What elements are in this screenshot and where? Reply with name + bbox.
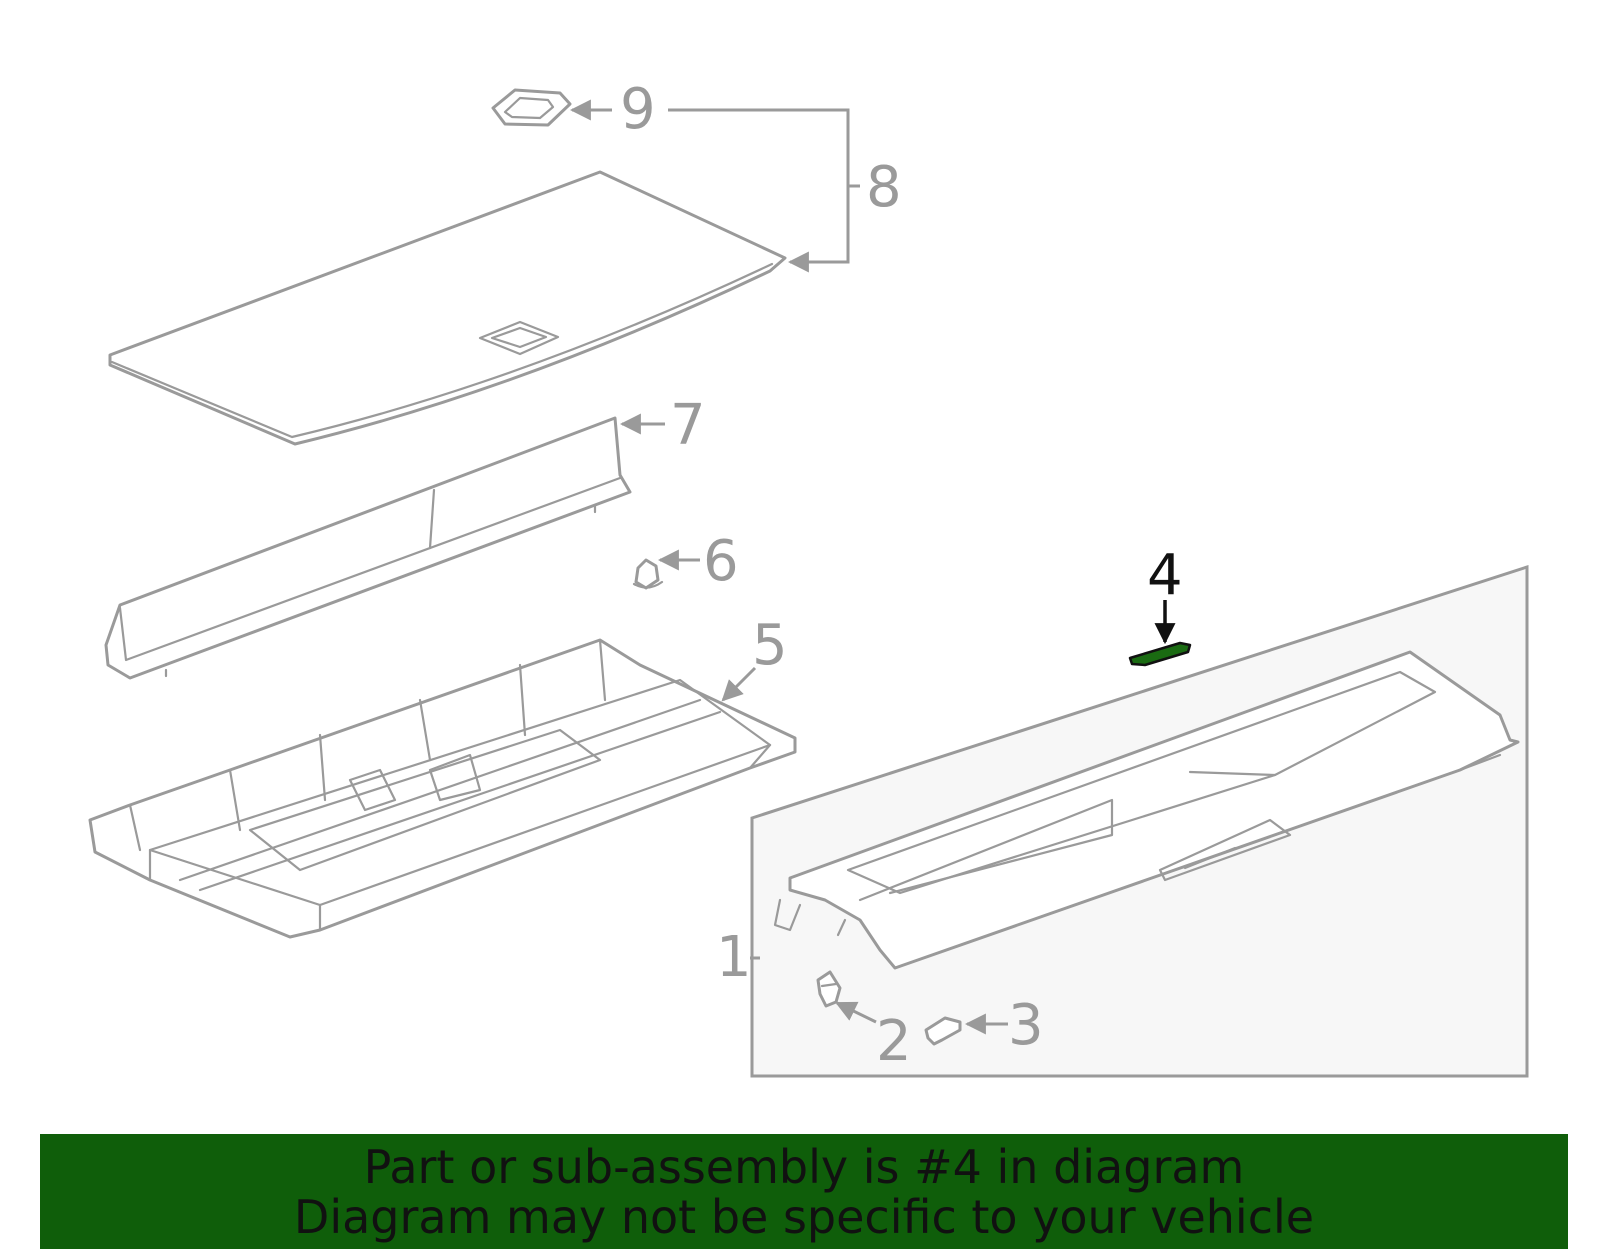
callout-8: 8 [866,155,902,220]
banner-disclaimer: Diagram may not be specific to your vehi… [293,1189,1315,1244]
info-banner: Part or sub-assembly is #4 in diagram Di… [40,1134,1568,1249]
part-4-seal-strip-highlighted [1128,641,1192,667]
part-5-storage-tray [88,638,797,939]
callout-4-highlighted: 4 [1147,543,1183,608]
callout-3: 3 [1008,993,1044,1058]
part-7-trim-panel [104,416,632,680]
part-1-package-tray [773,650,1520,970]
part-3-retainer [924,1016,962,1046]
part-6-push-pin [632,558,664,590]
callout-6: 6 [703,529,739,594]
part-8-floor-cover [108,170,787,446]
callout-2: 2 [876,1009,912,1074]
callout-9: 9 [620,77,656,142]
callout-5: 5 [752,613,788,678]
callout-7: 7 [670,393,706,458]
callout-1: 1 [716,925,752,990]
part-9-cap [491,88,572,127]
callout-labels: 9 8 7 6 5 4 1 2 3 [620,77,1183,1074]
banner-part-note: Part or sub-assembly is #4 in diagram [363,1139,1245,1194]
leader-lines [569,99,1176,1035]
